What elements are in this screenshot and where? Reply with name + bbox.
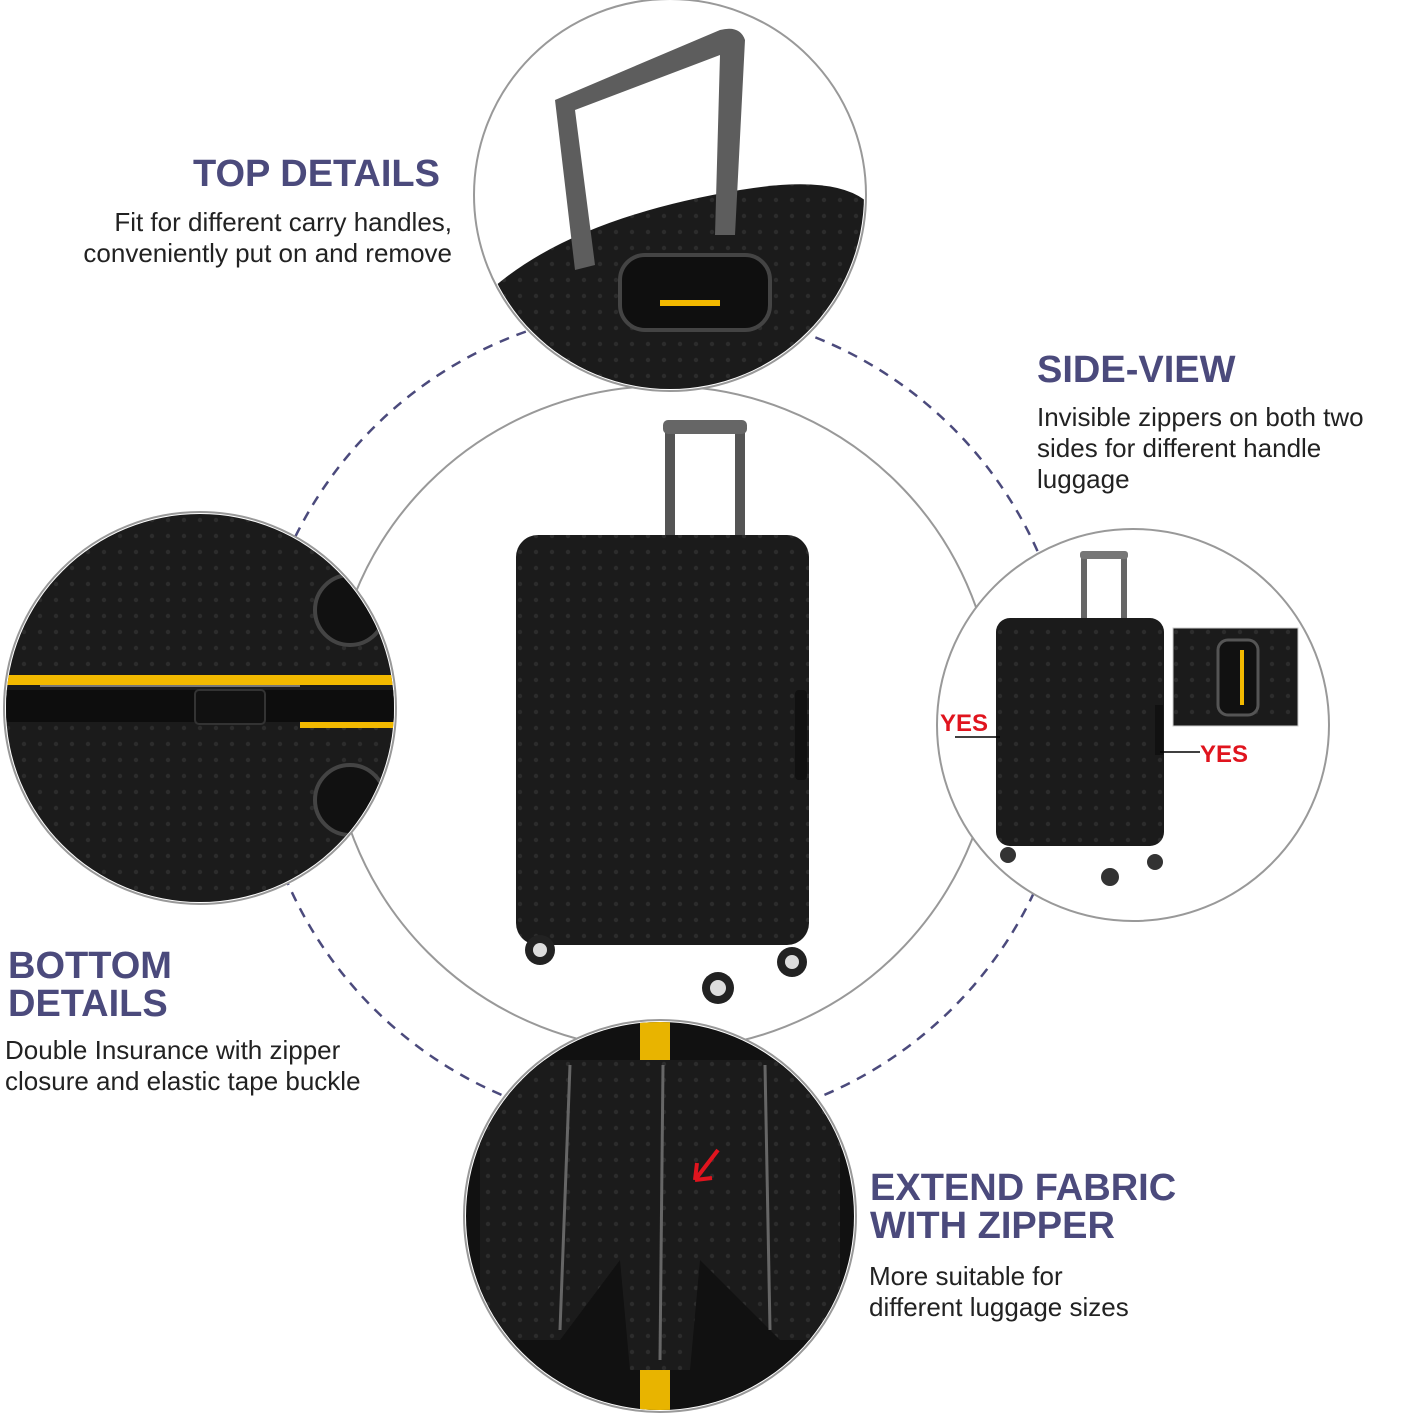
bottom-details-description: Double Insurance with zipper closure and… bbox=[5, 1035, 361, 1097]
desc-line: conveniently put on and remove bbox=[83, 238, 452, 268]
side-view-title: SIDE-VIEW bbox=[1037, 349, 1236, 391]
title-line: BOTTOM bbox=[8, 945, 172, 987]
title-line: WITH ZIPPER bbox=[870, 1205, 1115, 1247]
main-luggage-image bbox=[516, 420, 809, 1004]
desc-line: closure and elastic tape buckle bbox=[5, 1066, 361, 1096]
bottom-details-title: BOTTOM DETAILS bbox=[8, 947, 172, 1023]
extend-fabric-description: More suitable for different luggage size… bbox=[869, 1261, 1129, 1323]
top-details-title: TOP DETAILS bbox=[192, 153, 440, 195]
desc-line: Double Insurance with zipper bbox=[5, 1035, 341, 1065]
yes-label-right: YES bbox=[1200, 741, 1249, 768]
desc-line: different luggage sizes bbox=[869, 1292, 1129, 1322]
yes-label-left: YES bbox=[940, 710, 989, 737]
side-view-description: Invisible zippers on both two sides for … bbox=[1037, 402, 1364, 495]
side-view-image bbox=[936, 528, 1330, 922]
desc-line: luggage bbox=[1037, 464, 1130, 494]
desc-line: Fit for different carry handles, bbox=[114, 207, 452, 237]
top-detail-image bbox=[473, 0, 867, 392]
title-line: EXTEND FABRIC bbox=[870, 1167, 1177, 1209]
red-arrow-icon bbox=[693, 1148, 720, 1182]
desc-line: More suitable for bbox=[869, 1261, 1063, 1291]
bottom-detail-image bbox=[3, 511, 397, 905]
extend-fabric-title: EXTEND FABRIC WITH ZIPPER bbox=[870, 1169, 1176, 1245]
desc-line: sides for different handle bbox=[1037, 433, 1322, 463]
title-line: DETAILS bbox=[8, 983, 168, 1025]
top-details-description: Fit for different carry handles, conveni… bbox=[83, 207, 452, 269]
desc-line: Invisible zippers on both two bbox=[1037, 402, 1364, 432]
extend-fabric-image bbox=[463, 1019, 857, 1413]
